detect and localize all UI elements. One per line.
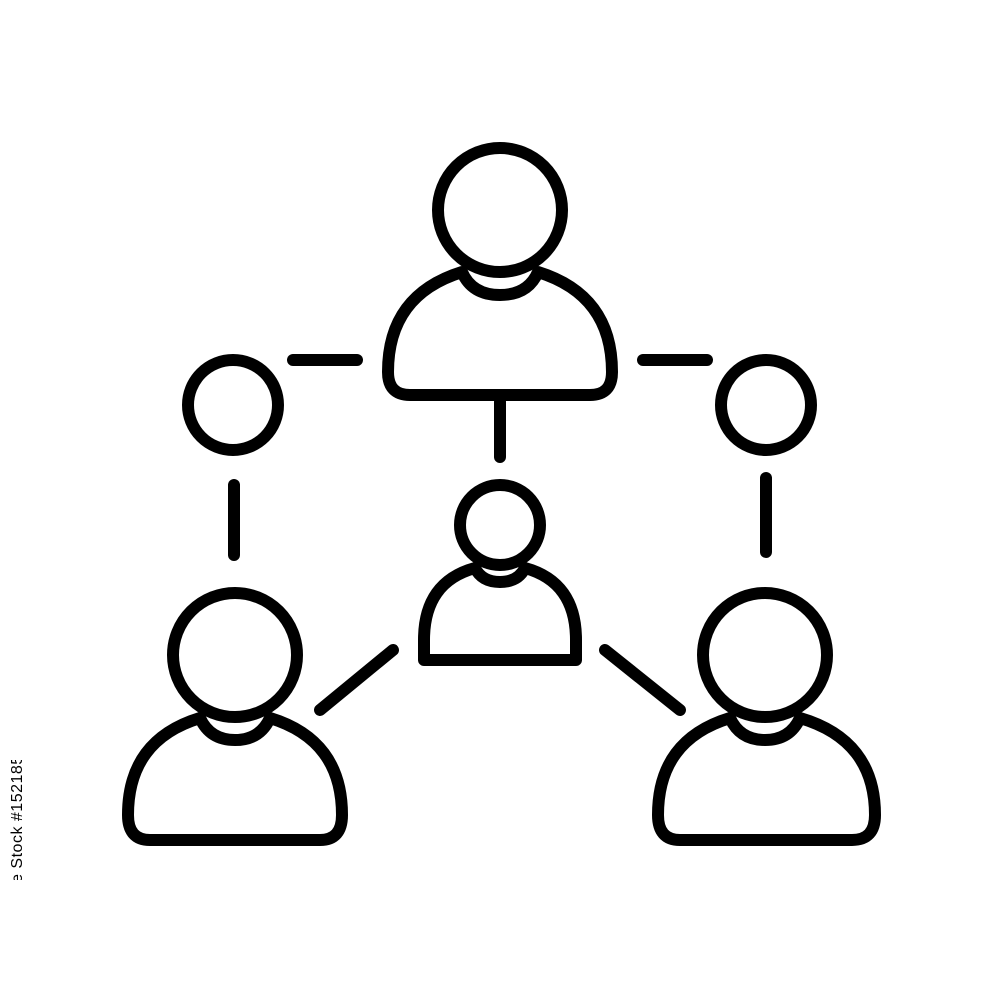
bottom-right-person-head	[697, 587, 833, 723]
center-person-head	[454, 479, 546, 571]
right-node-circle	[715, 354, 817, 456]
stock-id-prefix: Adobe Stock #	[9, 811, 26, 880]
stock-id-text: Adobe Stock #1521859861	[9, 760, 27, 880]
connector-bottom-left	[314, 644, 399, 716]
left-node-circle	[182, 354, 284, 456]
stock-id-label: Adobe Stock #1521859861	[8, 760, 28, 880]
center-person-body	[418, 562, 582, 666]
connector-bottom-right	[599, 644, 686, 716]
bottom-left-person-body	[122, 712, 348, 846]
top-person-icon	[382, 142, 618, 401]
stock-id-number: 1521859861	[9, 760, 26, 812]
bottom-right-person-body	[652, 712, 881, 846]
bottom-left-person-head	[167, 587, 303, 723]
bottom-left-person-icon	[122, 587, 348, 846]
top-person-head	[432, 142, 568, 278]
top-person-body	[382, 266, 618, 401]
center-person-icon	[418, 479, 582, 666]
bottom-right-person-icon	[652, 587, 881, 846]
